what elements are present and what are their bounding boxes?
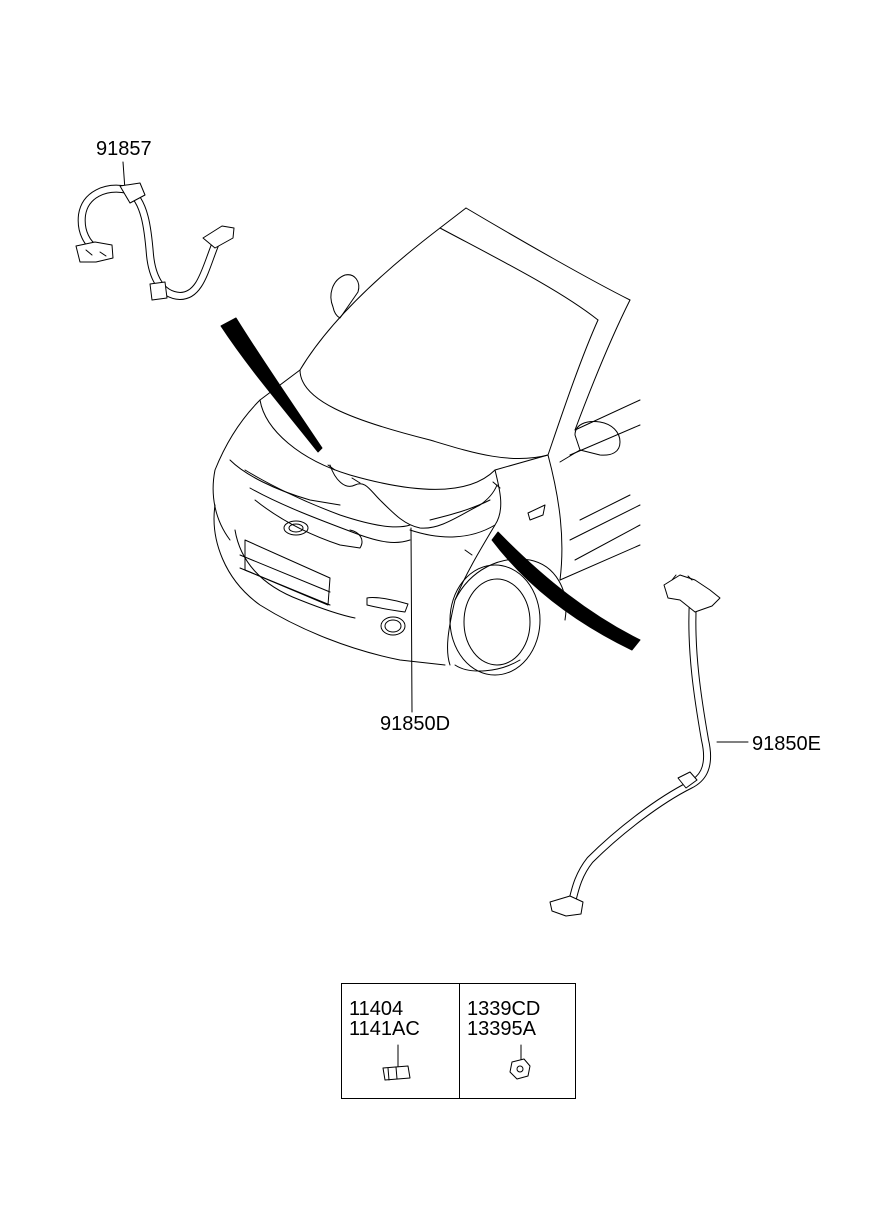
part-label-91850E: 91850E: [752, 733, 821, 755]
part-label-91850D: 91850D: [380, 713, 451, 735]
pointer-sweep-right: [491, 531, 641, 651]
legend-code: 1141AC: [349, 1018, 420, 1040]
pointer-sweep-left: [220, 317, 323, 453]
legend-cell-nut: 1339CD 13395A: [460, 984, 577, 1098]
legend-code: 13395A: [467, 1018, 536, 1040]
legend-code: 11404: [349, 998, 404, 1020]
part-label-91857: 91857: [96, 138, 152, 160]
battery-cable-91857: [75, 161, 235, 301]
bolt-icon: [382, 1044, 411, 1081]
nut-icon: [509, 1044, 531, 1080]
car-outline: [212, 207, 641, 676]
fastener-legend: 11404 1141AC 1339CD 13395A: [341, 983, 576, 1099]
legend-code: 1339CD: [467, 998, 541, 1020]
legend-cell-bolt: 11404 1141AC: [342, 984, 460, 1098]
battery-cable-91850E: [549, 574, 749, 917]
